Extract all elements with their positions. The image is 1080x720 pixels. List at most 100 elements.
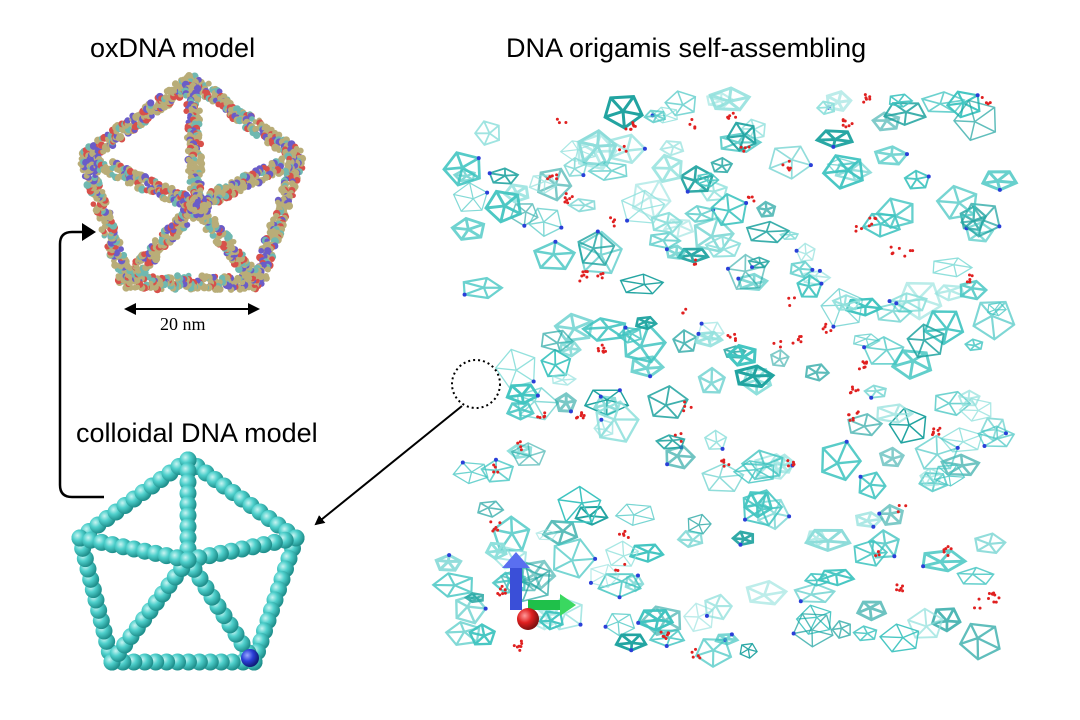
red-particle xyxy=(596,274,600,278)
origami-wireframe xyxy=(888,93,914,108)
origami-wireframe xyxy=(651,153,683,184)
red-particle xyxy=(555,173,559,177)
origami-wireframe xyxy=(664,90,697,117)
origami-wireframe xyxy=(852,333,881,348)
origami-wireframe xyxy=(919,467,943,487)
oxdna-nucleotide xyxy=(252,131,261,140)
origami-wireframe xyxy=(789,260,814,279)
origami-wireframe xyxy=(817,568,856,587)
patch-bead xyxy=(447,553,452,558)
red-particle xyxy=(890,252,894,256)
red-particle xyxy=(599,272,603,276)
origami-wireframe xyxy=(636,609,675,632)
origami-wireframe xyxy=(826,157,856,173)
patch-bead xyxy=(629,648,634,653)
origami-wireframe xyxy=(620,189,666,224)
patch-bead xyxy=(817,268,822,273)
origami-wireframe xyxy=(491,515,531,552)
origami-wireframe xyxy=(745,220,791,244)
origami-wireframe xyxy=(825,90,853,113)
red-particle xyxy=(720,459,724,463)
oxdna-nucleotide xyxy=(151,237,159,244)
origami-wireframe xyxy=(726,253,766,290)
red-particle xyxy=(796,337,800,341)
patch-bead xyxy=(787,514,792,519)
red-particle xyxy=(942,548,946,552)
red-particle xyxy=(501,592,505,596)
origami-wireframe xyxy=(704,593,734,621)
red-particle xyxy=(679,439,683,443)
red-particle xyxy=(949,547,953,551)
red-particle xyxy=(829,329,833,333)
oxdna-nucleotide xyxy=(213,238,219,245)
origami-wireframe xyxy=(563,156,588,177)
patch-bead xyxy=(487,171,492,176)
oxdna-nucleotide xyxy=(211,216,219,223)
red-particle xyxy=(578,279,582,283)
patch-bead xyxy=(862,345,867,350)
red-particle xyxy=(889,245,893,249)
patch-bead xyxy=(578,622,583,627)
origami-wireframe xyxy=(648,231,682,250)
red-particle xyxy=(824,330,828,334)
red-particle xyxy=(854,229,858,233)
origami-wireframe xyxy=(590,563,620,588)
patch-bead xyxy=(636,620,641,625)
origami-wireframe xyxy=(743,491,773,519)
red-particle xyxy=(908,249,912,253)
patch-bead xyxy=(704,613,709,618)
red-particle xyxy=(694,262,698,266)
red-particle xyxy=(518,648,522,652)
red-particle xyxy=(563,196,567,200)
red-particle xyxy=(494,526,498,530)
red-particle xyxy=(901,584,905,588)
origami-wireframe xyxy=(520,559,557,591)
red-particle xyxy=(786,464,790,468)
red-particle xyxy=(492,463,496,467)
origami-wireframe xyxy=(875,302,913,323)
origami-wireframe xyxy=(505,383,540,405)
origami-wireframe xyxy=(704,235,742,258)
patch-bead xyxy=(871,524,876,529)
red-particle xyxy=(681,311,685,315)
oxdna-nucleotide xyxy=(235,265,243,273)
oxdna-nucleotide xyxy=(132,284,139,291)
red-particle xyxy=(698,656,702,660)
oxdna-nucleotide xyxy=(89,151,95,157)
oxdna-nucleotide xyxy=(127,265,133,272)
red-particle xyxy=(772,341,776,345)
origami-wireframe xyxy=(871,111,901,132)
origami-wireframe xyxy=(890,349,933,381)
red-particle xyxy=(512,644,516,648)
origami-wireframe xyxy=(484,189,522,224)
red-particle xyxy=(870,222,874,226)
red-particle xyxy=(898,588,902,592)
oxdna-nucleotide xyxy=(184,221,191,228)
origami-wireframe xyxy=(903,169,930,190)
origami-wireframe xyxy=(634,315,659,331)
patch-bead xyxy=(559,225,564,230)
origami-wireframe xyxy=(768,145,813,180)
red-particle xyxy=(752,199,756,203)
patch-bead xyxy=(483,606,488,611)
origami-wireframe xyxy=(958,622,1001,661)
oxdna-nucleotide xyxy=(239,172,248,180)
red-particle xyxy=(602,350,606,354)
patch-bead xyxy=(743,517,748,522)
red-particle xyxy=(516,441,520,445)
patch-bead xyxy=(603,624,608,629)
oxdna-nucleotide xyxy=(194,96,202,103)
origami-wireframe xyxy=(959,279,989,301)
patch-bead xyxy=(460,460,465,465)
origami-wireframe xyxy=(920,91,966,113)
red-particle xyxy=(844,125,848,129)
red-particle xyxy=(518,440,522,444)
red-particle xyxy=(616,569,620,573)
origami-wireframe xyxy=(821,440,863,482)
origami-wireframe xyxy=(710,156,734,174)
red-particle xyxy=(791,341,795,345)
red-particle xyxy=(987,597,991,601)
red-particle xyxy=(936,428,940,432)
origami-wireframe xyxy=(452,461,489,485)
red-particle xyxy=(688,122,692,126)
